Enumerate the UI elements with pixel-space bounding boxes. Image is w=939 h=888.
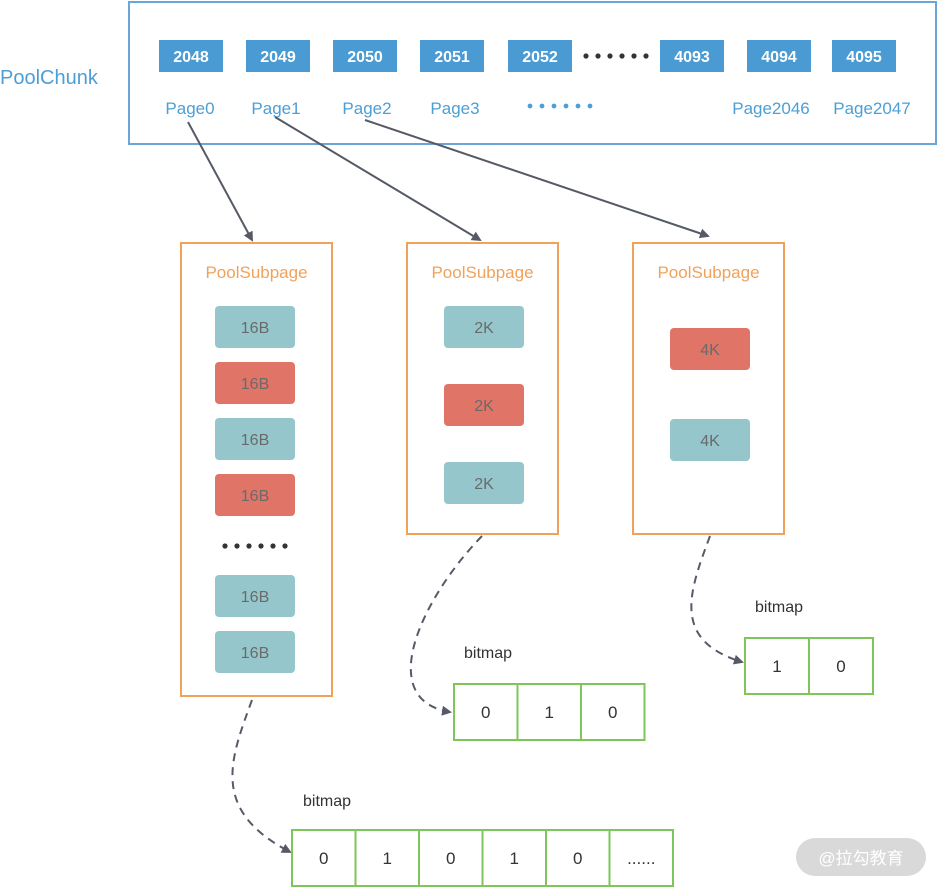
memory-block-label: 16B bbox=[241, 376, 269, 393]
bitmap-bit: 0 bbox=[319, 849, 328, 868]
memory-block-label: 2K bbox=[474, 476, 494, 493]
bitmap-bit: 1 bbox=[383, 849, 392, 868]
bitmap-group: bitmap 0 1 0 1 0...... bitmap 0 1 0 bitmap 1 0 bbox=[291, 599, 874, 887]
page-label: Page2047 bbox=[833, 99, 911, 118]
memory-block-free bbox=[444, 306, 524, 348]
pool-subpage-box bbox=[632, 242, 785, 535]
bitmap-bit: 0 bbox=[481, 703, 490, 722]
bitmap-bit: ...... bbox=[627, 849, 655, 868]
bitmap-cell bbox=[744, 637, 810, 695]
watermark: @拉勾教育 bbox=[818, 849, 903, 868]
page-node-label: 2050 bbox=[347, 49, 383, 66]
memory-block-free bbox=[215, 418, 295, 460]
pool-subpage-1: PoolSubpage 2K 2K 2K bbox=[406, 242, 559, 535]
pool-subpage-title: PoolSubpage bbox=[657, 263, 759, 282]
bitmap-cell bbox=[580, 683, 646, 741]
bitmap-cell bbox=[481, 829, 547, 887]
memory-block-used bbox=[215, 474, 295, 516]
memory-block-label: 2K bbox=[474, 320, 494, 337]
memory-block-free bbox=[670, 419, 750, 461]
bitmap-title: bitmap bbox=[464, 645, 512, 662]
bitmap-2: bitmap 1 0 bbox=[744, 599, 874, 695]
bitmap-bit: 0 bbox=[836, 657, 845, 676]
memory-block-free bbox=[215, 575, 295, 617]
bitmap-bit: 0 bbox=[573, 849, 582, 868]
page-node bbox=[159, 40, 223, 72]
page-node-label: 4094 bbox=[761, 49, 797, 66]
memory-block-label: 16B bbox=[241, 432, 269, 449]
memory-block-label: 4K bbox=[700, 433, 720, 450]
page-label-row: Page0 Page1 Page2 Page3 Page2046 Page2047 ••••… bbox=[165, 99, 910, 118]
subpage0-to-bitmap-arrow bbox=[231, 699, 292, 853]
memory-block-label: 2K bbox=[474, 398, 494, 415]
page-label: Page2 bbox=[342, 99, 391, 118]
bitmap-cell bbox=[418, 829, 484, 887]
memory-block-used bbox=[670, 328, 750, 370]
bitmap-cell bbox=[808, 637, 874, 695]
page-node bbox=[660, 40, 724, 72]
pool-subpage-box bbox=[180, 242, 333, 697]
bitmap-cell bbox=[608, 829, 674, 887]
bitmap-bit: 0 bbox=[608, 703, 617, 722]
bitmap-bit: 1 bbox=[772, 657, 781, 676]
bitmap-bit: 1 bbox=[545, 703, 554, 722]
page-node-ellipsis: •••••• bbox=[583, 53, 649, 59]
page-node-label: 2052 bbox=[522, 49, 558, 66]
memory-block-free bbox=[215, 306, 295, 348]
page-node-label: 4093 bbox=[674, 49, 710, 66]
page-node bbox=[747, 40, 811, 72]
memory-block-free bbox=[215, 631, 295, 673]
page0-to-subpage-arrow bbox=[187, 121, 253, 242]
memory-block-label: 16B bbox=[241, 589, 269, 606]
page-node-label: 2048 bbox=[173, 49, 209, 66]
bitmap-bit: 1 bbox=[510, 849, 519, 868]
pool-subpage-title: PoolSubpage bbox=[205, 263, 307, 282]
page2-to-subpage-arrow bbox=[364, 119, 710, 239]
subpage1-to-bitmap-arrow bbox=[409, 535, 483, 716]
page-node bbox=[832, 40, 896, 72]
memory-block-used bbox=[444, 384, 524, 426]
subpage-group: PoolSubpage16B16B16B16B16B16B••••••PoolS… bbox=[180, 242, 785, 697]
memory-block-label: 4K bbox=[700, 342, 720, 359]
bitmap-title: bitmap bbox=[755, 599, 803, 616]
page-label: Page0 bbox=[165, 99, 214, 118]
block-ellipsis: •••••• bbox=[222, 543, 288, 549]
bitmap-title: bitmap bbox=[303, 793, 351, 810]
page-label: Page1 bbox=[251, 99, 300, 118]
bitmap-1: bitmap 0 1 0 bbox=[453, 645, 646, 741]
memory-block-label: 16B bbox=[241, 320, 269, 337]
pool-subpage-2: PoolSubpage 4K 4K bbox=[632, 242, 785, 535]
memory-block-label: 16B bbox=[241, 488, 269, 505]
poolchunk-title: PoolChunk bbox=[0, 67, 99, 89]
pool-subpage-box bbox=[406, 242, 559, 535]
bitmap-0: bitmap 0 1 0 1 0...... bbox=[291, 793, 674, 887]
page-label: Page2046 bbox=[732, 99, 810, 118]
page-node bbox=[246, 40, 310, 72]
memory-block-used bbox=[215, 362, 295, 404]
page-node-label: 2051 bbox=[434, 49, 470, 66]
page-node bbox=[508, 40, 572, 72]
bitmap-cell bbox=[516, 683, 582, 741]
bitmap-cell bbox=[545, 829, 611, 887]
bitmap-bit: 0 bbox=[446, 849, 455, 868]
page-node-row: 2048 2049 2050 2051 2052 4093 4094 4095 •••••• bbox=[159, 40, 896, 72]
subpage2-to-bitmap-arrow bbox=[690, 535, 744, 665]
bitmap-cell bbox=[291, 829, 357, 887]
memory-block-label: 16B bbox=[241, 645, 269, 662]
page-node bbox=[333, 40, 397, 72]
page-node-label: 4095 bbox=[846, 49, 882, 66]
page1-to-subpage-arrow bbox=[274, 116, 482, 242]
memory-block-free bbox=[444, 462, 524, 504]
watermark-pill bbox=[796, 838, 926, 876]
pool-subpage-title: PoolSubpage bbox=[431, 263, 533, 282]
page-node-label: 2049 bbox=[260, 49, 296, 66]
pool-subpage-0: PoolSubpage 16B 16B 16B 16B 16B 16B •••••• bbox=[180, 242, 333, 697]
page-node bbox=[420, 40, 484, 72]
poolchunk-box bbox=[128, 1, 937, 145]
bitmap-cell bbox=[453, 683, 519, 741]
page-label: Page3 bbox=[430, 99, 479, 118]
page-label-ellipsis: •••••• bbox=[527, 103, 593, 109]
